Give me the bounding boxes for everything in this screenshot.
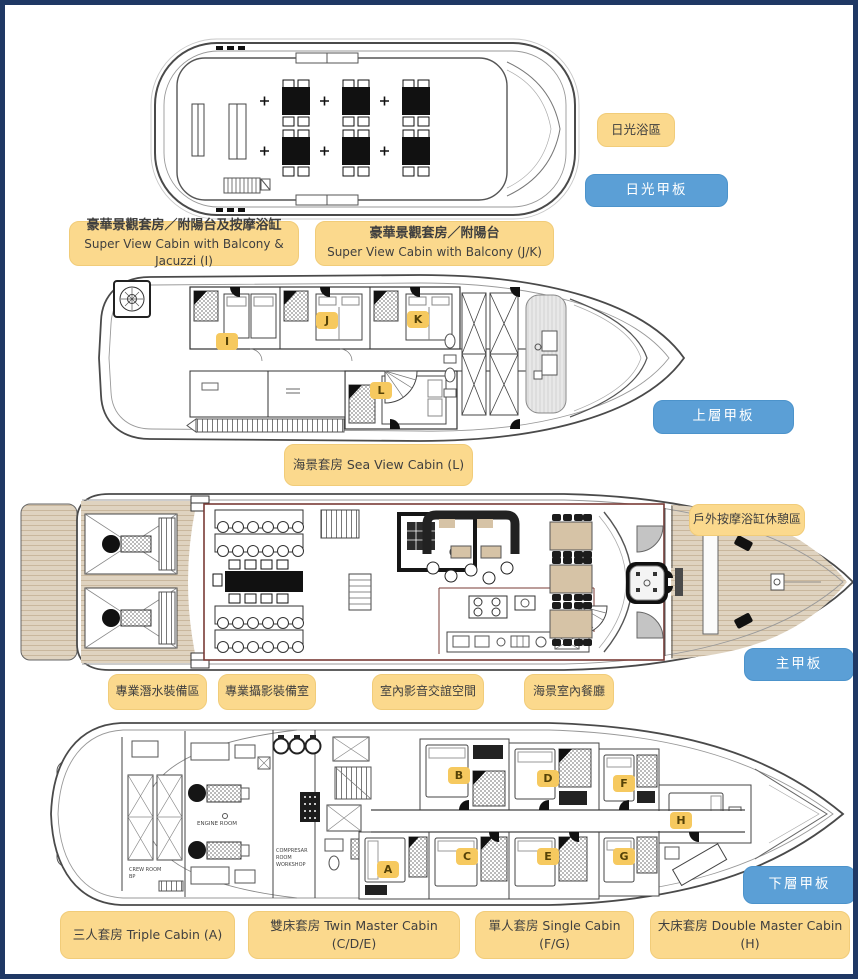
bow-seat — [636, 525, 664, 553]
stern-dive-platforms — [84, 513, 178, 649]
cabin-marker-i: I — [216, 333, 238, 350]
side-stairs — [186, 418, 345, 433]
corridor — [371, 800, 745, 842]
engine-room: ENGINE ROOM — [188, 742, 271, 885]
label-outdoor-jacuzzi-area: 戶外按摩浴缸休憩區 — [689, 504, 805, 536]
gas-bottles — [272, 735, 322, 755]
crew-room: CREW ROOM BP — [127, 740, 184, 892]
cabin-marker-j: J — [316, 312, 338, 329]
badge-main-deck: 主甲板 — [744, 648, 853, 681]
label-double-master-cabin: 大床套房 Double Master Cabin (H) — [650, 911, 850, 959]
lounge-sofa — [422, 510, 520, 585]
service-rooms — [189, 370, 346, 418]
compass-icon — [113, 280, 151, 318]
cabin-marker-l: L — [370, 382, 392, 399]
svg-text:BP: BP — [129, 874, 135, 880]
stairs — [223, 177, 271, 194]
cabin-marker-g: G — [613, 848, 635, 865]
lower-deck-plan: CREW ROOM BP ENGINE ROOM COMPRESAR ROOM … — [50, 722, 845, 906]
cabin-marker-a: A — [377, 861, 399, 878]
label-super-view-jacuzzi-cabin: 豪華景觀套房／附陽台及按摩浴缸 Super View Cabin with Ba… — [69, 218, 299, 268]
label-sun-bathing-area: 日光浴區 — [597, 113, 675, 147]
cabin-e — [508, 831, 600, 900]
cleats — [216, 46, 245, 212]
cabin-marker-f: F — [613, 775, 635, 792]
upper-deck-plan — [98, 274, 686, 442]
label-dive-gear-area: 專業潛水裝備區 — [108, 674, 207, 710]
label-single-cabin: 單人套房 Single Cabin (F/G) — [475, 911, 634, 959]
roof-hatch — [295, 52, 359, 206]
windshield — [569, 298, 648, 418]
dining-tables — [549, 513, 593, 647]
photo-equipment-room — [397, 512, 477, 572]
svg-text:WORKSHOP: WORKSHOP — [276, 862, 306, 868]
cabin-marker-h: H — [670, 812, 692, 829]
crew-room-label: CREW ROOM — [129, 867, 161, 873]
helm-station — [525, 294, 567, 414]
label-triple-cabin: 三人套房 Triple Cabin (A) — [60, 911, 235, 959]
compressor-room: COMPRESAR ROOM WORKSHOP — [276, 792, 320, 868]
main-deck-plan — [20, 493, 853, 671]
anchor-windlass — [770, 573, 821, 591]
galley — [438, 587, 595, 654]
wc-fixtures — [443, 333, 457, 398]
svg-text:ROOM: ROOM — [276, 855, 292, 861]
lockers — [461, 292, 519, 416]
bow-seat — [636, 611, 664, 639]
badge-sun-deck: 日光甲板 — [585, 174, 728, 207]
badge-lower-deck: 下層甲板 — [743, 866, 853, 904]
bow-bulwark — [664, 506, 673, 658]
long-dining-table — [212, 559, 303, 604]
cabin-marker-k: K — [407, 311, 429, 328]
bow-walk-plank — [702, 529, 719, 635]
engine-room-label: ENGINE ROOM — [197, 821, 237, 827]
cabin-c — [428, 831, 510, 900]
label-sea-view-dining: 海景室內餐廳 — [524, 674, 614, 710]
deck-tables — [260, 79, 431, 177]
stair-block — [320, 509, 360, 539]
bulkheads — [121, 730, 316, 898]
fan-stairs — [384, 370, 418, 404]
label-sea-view-cabin: 海景套房 Sea View Cabin (L) — [284, 444, 473, 486]
sun-deck-plan — [150, 38, 580, 220]
label-photo-gear-room: 專業攝影裝備室 — [218, 674, 316, 710]
cabin-marker-e: E — [537, 848, 559, 865]
sun-loungers — [191, 103, 247, 160]
cabin-d — [508, 742, 600, 811]
mid-stairs — [348, 573, 372, 611]
compressor-label: COMPRESAR — [276, 848, 308, 854]
label-super-view-balcony-cabin: 豪華景觀套房／附陽台 Super View Cabin with Balcony… — [315, 221, 554, 266]
badge-upper-deck: 上層甲板 — [653, 400, 794, 434]
swim-platform — [20, 503, 78, 661]
cabin-marker-b: B — [448, 767, 470, 784]
label-av-social-space: 室內影音交誼空間 — [372, 674, 484, 710]
cabin-marker-d: D — [537, 770, 559, 787]
cabin-marker-c: C — [456, 848, 478, 865]
lower-stairs — [334, 766, 372, 800]
label-twin-master-cabin: 雙床套房 Twin Master Cabin (C/D/E) — [248, 911, 460, 959]
jacuzzi-icon — [626, 562, 668, 604]
